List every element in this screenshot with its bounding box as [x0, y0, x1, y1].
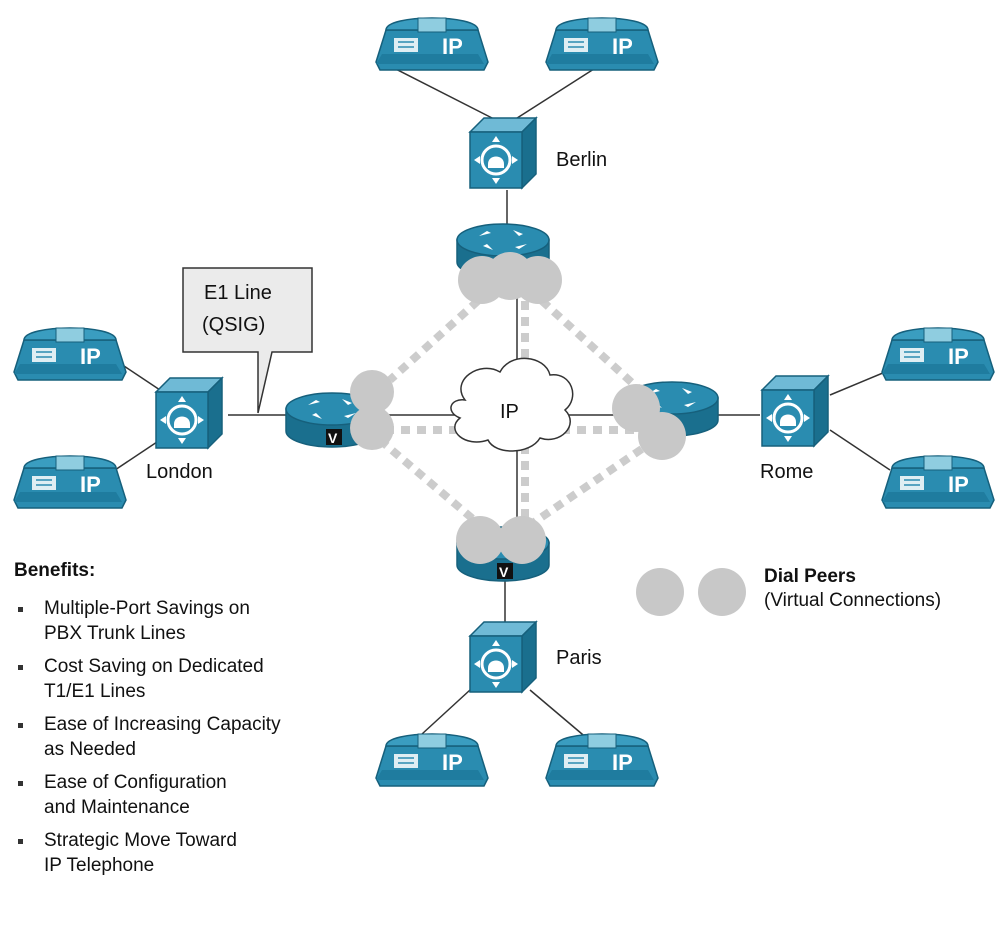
benefit-item: Strategic Move Toward IP Telephone	[14, 828, 374, 878]
phone-label: IP	[612, 34, 633, 59]
site-label-london: London	[146, 461, 213, 483]
link-rome-phone2	[829, 429, 891, 471]
site-label-berlin: Berlin	[556, 149, 607, 171]
dial-peer	[638, 412, 686, 460]
phone-paris-2[interactable]: IP	[545, 733, 659, 787]
benefit-item: Cost Saving on Dedicated T1/E1 Lines	[14, 654, 374, 704]
phone-label: IP	[442, 34, 463, 59]
legend-title: Dial Peers	[764, 566, 856, 587]
voice-badge-label: V	[328, 430, 338, 446]
dial-peers	[350, 252, 686, 564]
virtual-link	[527, 436, 658, 529]
phone-label: IP	[80, 472, 101, 497]
phone-london-2[interactable]: IP	[13, 455, 127, 509]
voice-badge	[497, 563, 513, 579]
legend-peer-circle	[636, 568, 684, 616]
legend-symbol	[636, 568, 746, 616]
voice-badge-label: V	[499, 564, 509, 580]
legend: Dial Peers (Virtual Connections)	[764, 565, 941, 613]
phone-label: IP	[948, 344, 969, 369]
e1-callout: E1 Line (QSIG)	[182, 267, 313, 414]
phone-berlin-2[interactable]: IP	[545, 17, 659, 71]
link-rome-phone1	[829, 369, 891, 396]
phone-label: IP	[612, 750, 633, 775]
phone-label: IP	[948, 472, 969, 497]
phone-label: IP	[80, 344, 101, 369]
virtual-link	[387, 287, 493, 383]
phone-rome-1[interactable]: IP	[881, 327, 995, 381]
site-label-paris: Paris	[556, 647, 602, 669]
dial-peer	[350, 370, 394, 414]
benefits-list: Multiple-Port Savings on PBX Trunk Lines…	[14, 596, 374, 878]
site-label-rome: Rome	[760, 461, 813, 483]
dial-peer	[498, 516, 546, 564]
benefits-title: Benefits:	[14, 560, 96, 581]
cloud-label: IP	[500, 401, 519, 423]
benefit-item: Ease of Increasing Capacity as Needed	[14, 712, 374, 762]
virtual-link	[527, 287, 643, 393]
callout-line1: E1 Line	[204, 282, 272, 304]
router-paris[interactable]: V	[456, 526, 550, 582]
benefit-item: Multiple-Port Savings on PBX Trunk Lines	[14, 596, 374, 646]
phone-berlin-1[interactable]: IP	[375, 17, 489, 71]
voice-badge	[326, 429, 342, 445]
switch-paris[interactable]	[468, 620, 538, 694]
legend-peer-circle	[698, 568, 746, 616]
benefits-panel: Benefits: Multiple-Port Savings on PBX T…	[14, 560, 374, 886]
link-london-phone2	[114, 439, 161, 471]
phone-label: IP	[442, 750, 463, 775]
dial-peer	[456, 516, 504, 564]
phone-paris-1[interactable]: IP	[375, 733, 489, 787]
phone-london-1[interactable]: IP	[13, 327, 127, 381]
switch-rome[interactable]	[760, 374, 830, 448]
phone-rome-2[interactable]: IP	[881, 455, 995, 509]
dial-peer	[514, 256, 562, 304]
benefit-item: Ease of Configuration and Maintenance	[14, 770, 374, 820]
virtual-link	[377, 436, 483, 529]
switch-london[interactable]	[154, 376, 224, 450]
switch-berlin[interactable]	[468, 116, 538, 190]
router-london[interactable]: V	[285, 392, 379, 448]
ip-cloud: IP	[450, 357, 574, 452]
callout-line2: (QSIG)	[202, 314, 265, 336]
legend-subtitle: (Virtual Connections)	[764, 590, 942, 611]
dial-peer	[350, 406, 394, 450]
